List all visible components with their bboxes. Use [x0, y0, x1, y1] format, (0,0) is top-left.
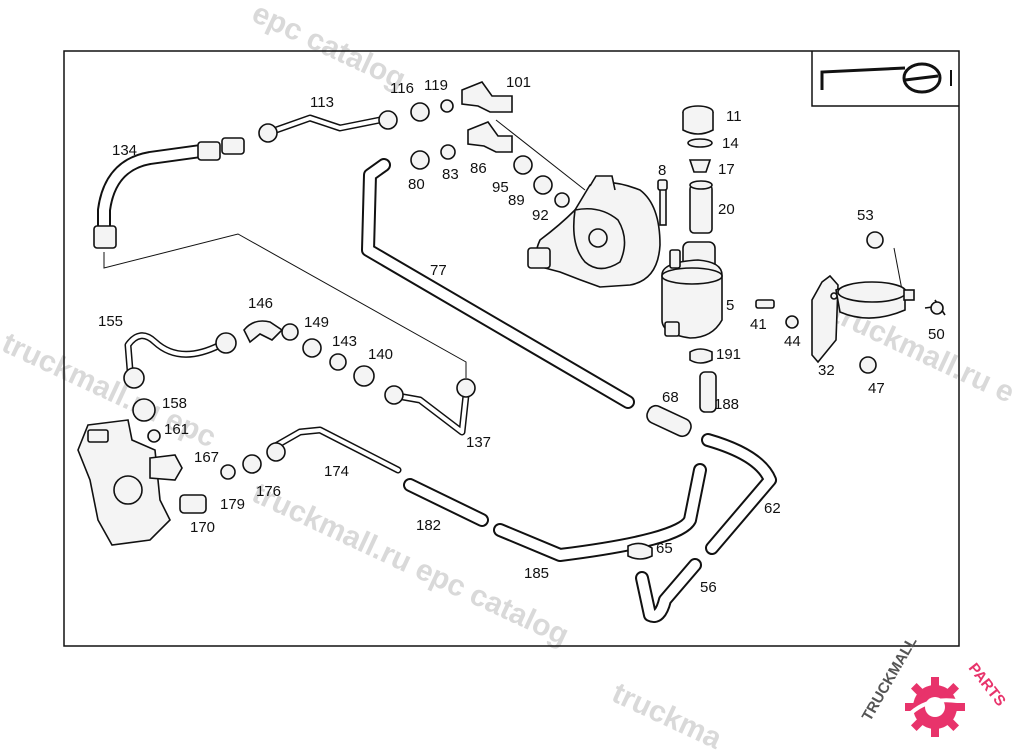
label-5: 5 — [726, 297, 734, 314]
label-83: 83 — [442, 166, 459, 183]
reservoir-bracket — [755, 231, 946, 374]
label-89: 89 — [508, 192, 525, 209]
label-32: 32 — [818, 362, 835, 379]
hose-155 — [123, 320, 375, 389]
steering-gear — [77, 398, 207, 546]
label-80: 80 — [408, 176, 425, 193]
return-hoses — [403, 433, 777, 623]
label-41: 41 — [750, 316, 767, 333]
truckmall-logo: TRUCKMALL PARTS — [859, 634, 1009, 737]
label-11: 11 — [726, 108, 742, 125]
watermark-bottom: truckma — [607, 676, 727, 750]
label-92: 92 — [532, 207, 549, 224]
hose-134-113 — [93, 110, 398, 249]
hose-68 — [646, 348, 717, 438]
logo-text-right: PARTS — [965, 660, 1009, 710]
pipe-77 — [361, 158, 635, 409]
label-14: 14 — [722, 135, 739, 152]
label-176: 176 — [256, 483, 281, 500]
power-steering-pump — [527, 175, 661, 288]
label-101: 101 — [506, 74, 531, 91]
label-119: 119 — [424, 77, 448, 94]
label-56: 56 — [700, 579, 717, 596]
label-17: 17 — [718, 161, 735, 178]
label-174: 174 — [324, 463, 349, 480]
label-185: 185 — [524, 565, 549, 582]
leader-lines — [103, 119, 903, 378]
label-95: 95 — [492, 179, 509, 196]
reservoir-assembly — [657, 105, 723, 339]
label-113: 113 — [310, 94, 334, 111]
label-155: 155 — [98, 313, 123, 330]
label-134: 134 — [112, 142, 137, 159]
gear-logo-icon — [905, 677, 965, 737]
label-8: 8 — [658, 162, 666, 179]
steering-symbol-icon — [811, 51, 959, 107]
label-170: 170 — [190, 519, 215, 536]
label-167: 167 — [194, 449, 219, 466]
watermark-top: epc catalog — [247, 0, 411, 96]
label-146: 146 — [248, 295, 273, 312]
hose-174 — [220, 426, 402, 480]
label-143: 143 — [332, 333, 357, 350]
diagram-frame — [63, 50, 960, 647]
label-191: 191 — [716, 346, 741, 363]
label-50: 50 — [928, 326, 945, 343]
label-149: 149 — [304, 314, 329, 331]
part-labels: 101 116 119 113 134 80 83 86 95 89 92 77… — [98, 74, 945, 596]
label-86: 86 — [470, 160, 487, 177]
label-62: 62 — [764, 500, 781, 517]
label-161: 161 — [164, 421, 189, 438]
label-182: 182 — [416, 517, 441, 534]
label-188: 188 — [714, 396, 739, 413]
label-53: 53 — [857, 207, 874, 224]
label-179: 179 — [220, 496, 245, 513]
label-20: 20 — [718, 201, 735, 218]
pump-fittings — [410, 81, 570, 208]
pipe-137 — [384, 378, 476, 436]
label-44: 44 — [784, 333, 801, 350]
label-65: 65 — [656, 540, 673, 557]
label-116: 116 — [390, 80, 414, 97]
label-77: 77 — [430, 262, 447, 279]
label-158: 158 — [162, 395, 187, 412]
label-140: 140 — [368, 346, 393, 363]
label-47: 47 — [868, 380, 885, 397]
label-137: 137 — [466, 434, 491, 451]
label-68: 68 — [662, 389, 679, 406]
